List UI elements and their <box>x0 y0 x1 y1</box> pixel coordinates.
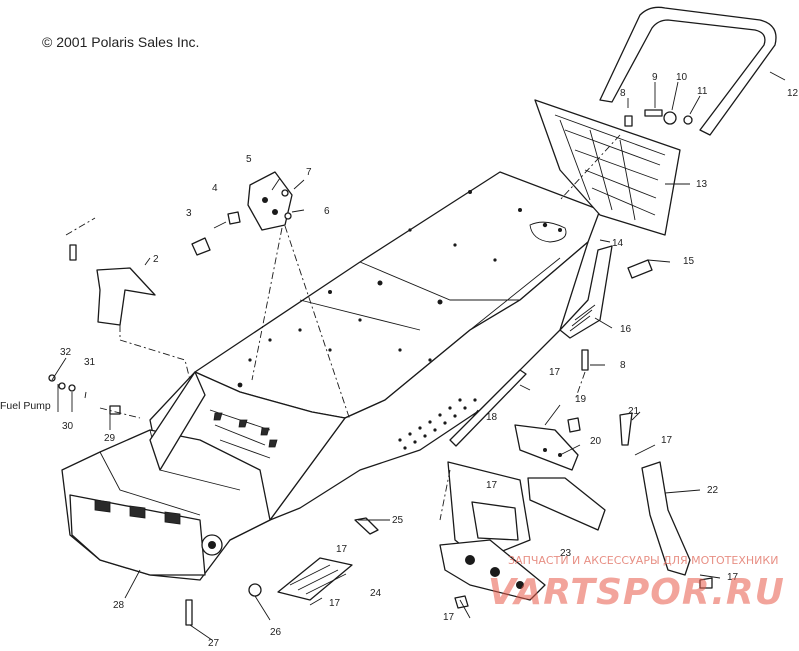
watermark-tagline: ЗАПЧАСТИ И АКСЕССУАРЫ ДЛЯ МОТОТЕХНИКИ <box>508 554 778 567</box>
hardware-items <box>48 109 713 626</box>
callout-19: 19 <box>575 394 587 405</box>
side-panel-23 <box>439 461 546 601</box>
callout-26: 26 <box>270 627 282 638</box>
watermark: ЗАПЧАСТИ И АКСЕССУАРЫ ДЛЯ МОТОТЕХНИКИ VA… <box>488 554 785 613</box>
callout-22: 22 <box>707 485 719 496</box>
callout-17-d: 17 <box>336 544 348 555</box>
rail-18 <box>449 369 527 447</box>
rear-bumper-handle <box>599 6 777 136</box>
skid-pad-24 <box>277 557 353 601</box>
callout-21: 21 <box>628 406 640 417</box>
callout-25: 25 <box>392 515 404 526</box>
callout-8: 8 <box>620 360 626 371</box>
watermark-brand: VARTSPOR.RU <box>488 572 785 613</box>
callout-17-b: 17 <box>661 435 673 446</box>
copyright-notice: © 2001 Polaris Sales Inc. <box>42 34 200 50</box>
callout-31: 31 <box>84 357 96 368</box>
callout-11: 11 <box>697 86 708 97</box>
callout-32: 32 <box>60 347 72 358</box>
callout-28: 28 <box>113 600 125 611</box>
fuel-pump-label: Fuel Pump <box>0 400 51 412</box>
callout-24: 24 <box>370 588 382 599</box>
callout-29: 29 <box>104 433 116 444</box>
callout-15: 15 <box>683 256 695 267</box>
callout-4: 4 <box>212 183 218 194</box>
callout-20: 20 <box>590 436 602 447</box>
callout-7: 7 <box>306 167 312 178</box>
callout-13: 13 <box>696 179 708 190</box>
callout-6: 6 <box>324 206 330 217</box>
callout-5: 5 <box>246 154 252 165</box>
bracket-2 <box>96 267 156 326</box>
leader-lines <box>51 71 786 641</box>
strap-22 <box>641 461 691 576</box>
callout-17-f: 17 <box>727 572 739 583</box>
callout-27: 27 <box>208 638 220 646</box>
callout-17-e: 17 <box>329 598 341 609</box>
callout-17-g: 17 <box>443 612 455 623</box>
rear-grab-panel <box>534 99 681 236</box>
callout-8-top: 8 <box>620 88 626 99</box>
callout-labels: 2 3 4 5 6 7 8 9 10 11 12 13 14 15 16 8 1… <box>0 72 799 649</box>
mount-bracket-5 <box>247 171 293 231</box>
callout-17-a: 17 <box>549 367 561 378</box>
callout-23: 23 <box>560 548 572 559</box>
bracket-20 <box>514 424 606 531</box>
pad-15 <box>627 259 653 279</box>
callout-17-c: 17 <box>486 480 498 491</box>
callout-10: 10 <box>676 72 688 83</box>
callout-9: 9 <box>652 72 658 83</box>
callout-18: 18 <box>486 412 498 423</box>
bolt-21 <box>619 412 633 446</box>
callout-2: 2 <box>153 254 159 265</box>
running-board-16 <box>559 245 613 339</box>
callout-3: 3 <box>186 208 192 219</box>
callout-30: 30 <box>62 421 74 432</box>
callout-14: 14 <box>612 238 624 249</box>
plate-19 <box>567 417 581 433</box>
callout-16: 16 <box>620 324 632 335</box>
front-bulkhead <box>61 371 278 581</box>
callout-12: 12 <box>787 88 799 99</box>
